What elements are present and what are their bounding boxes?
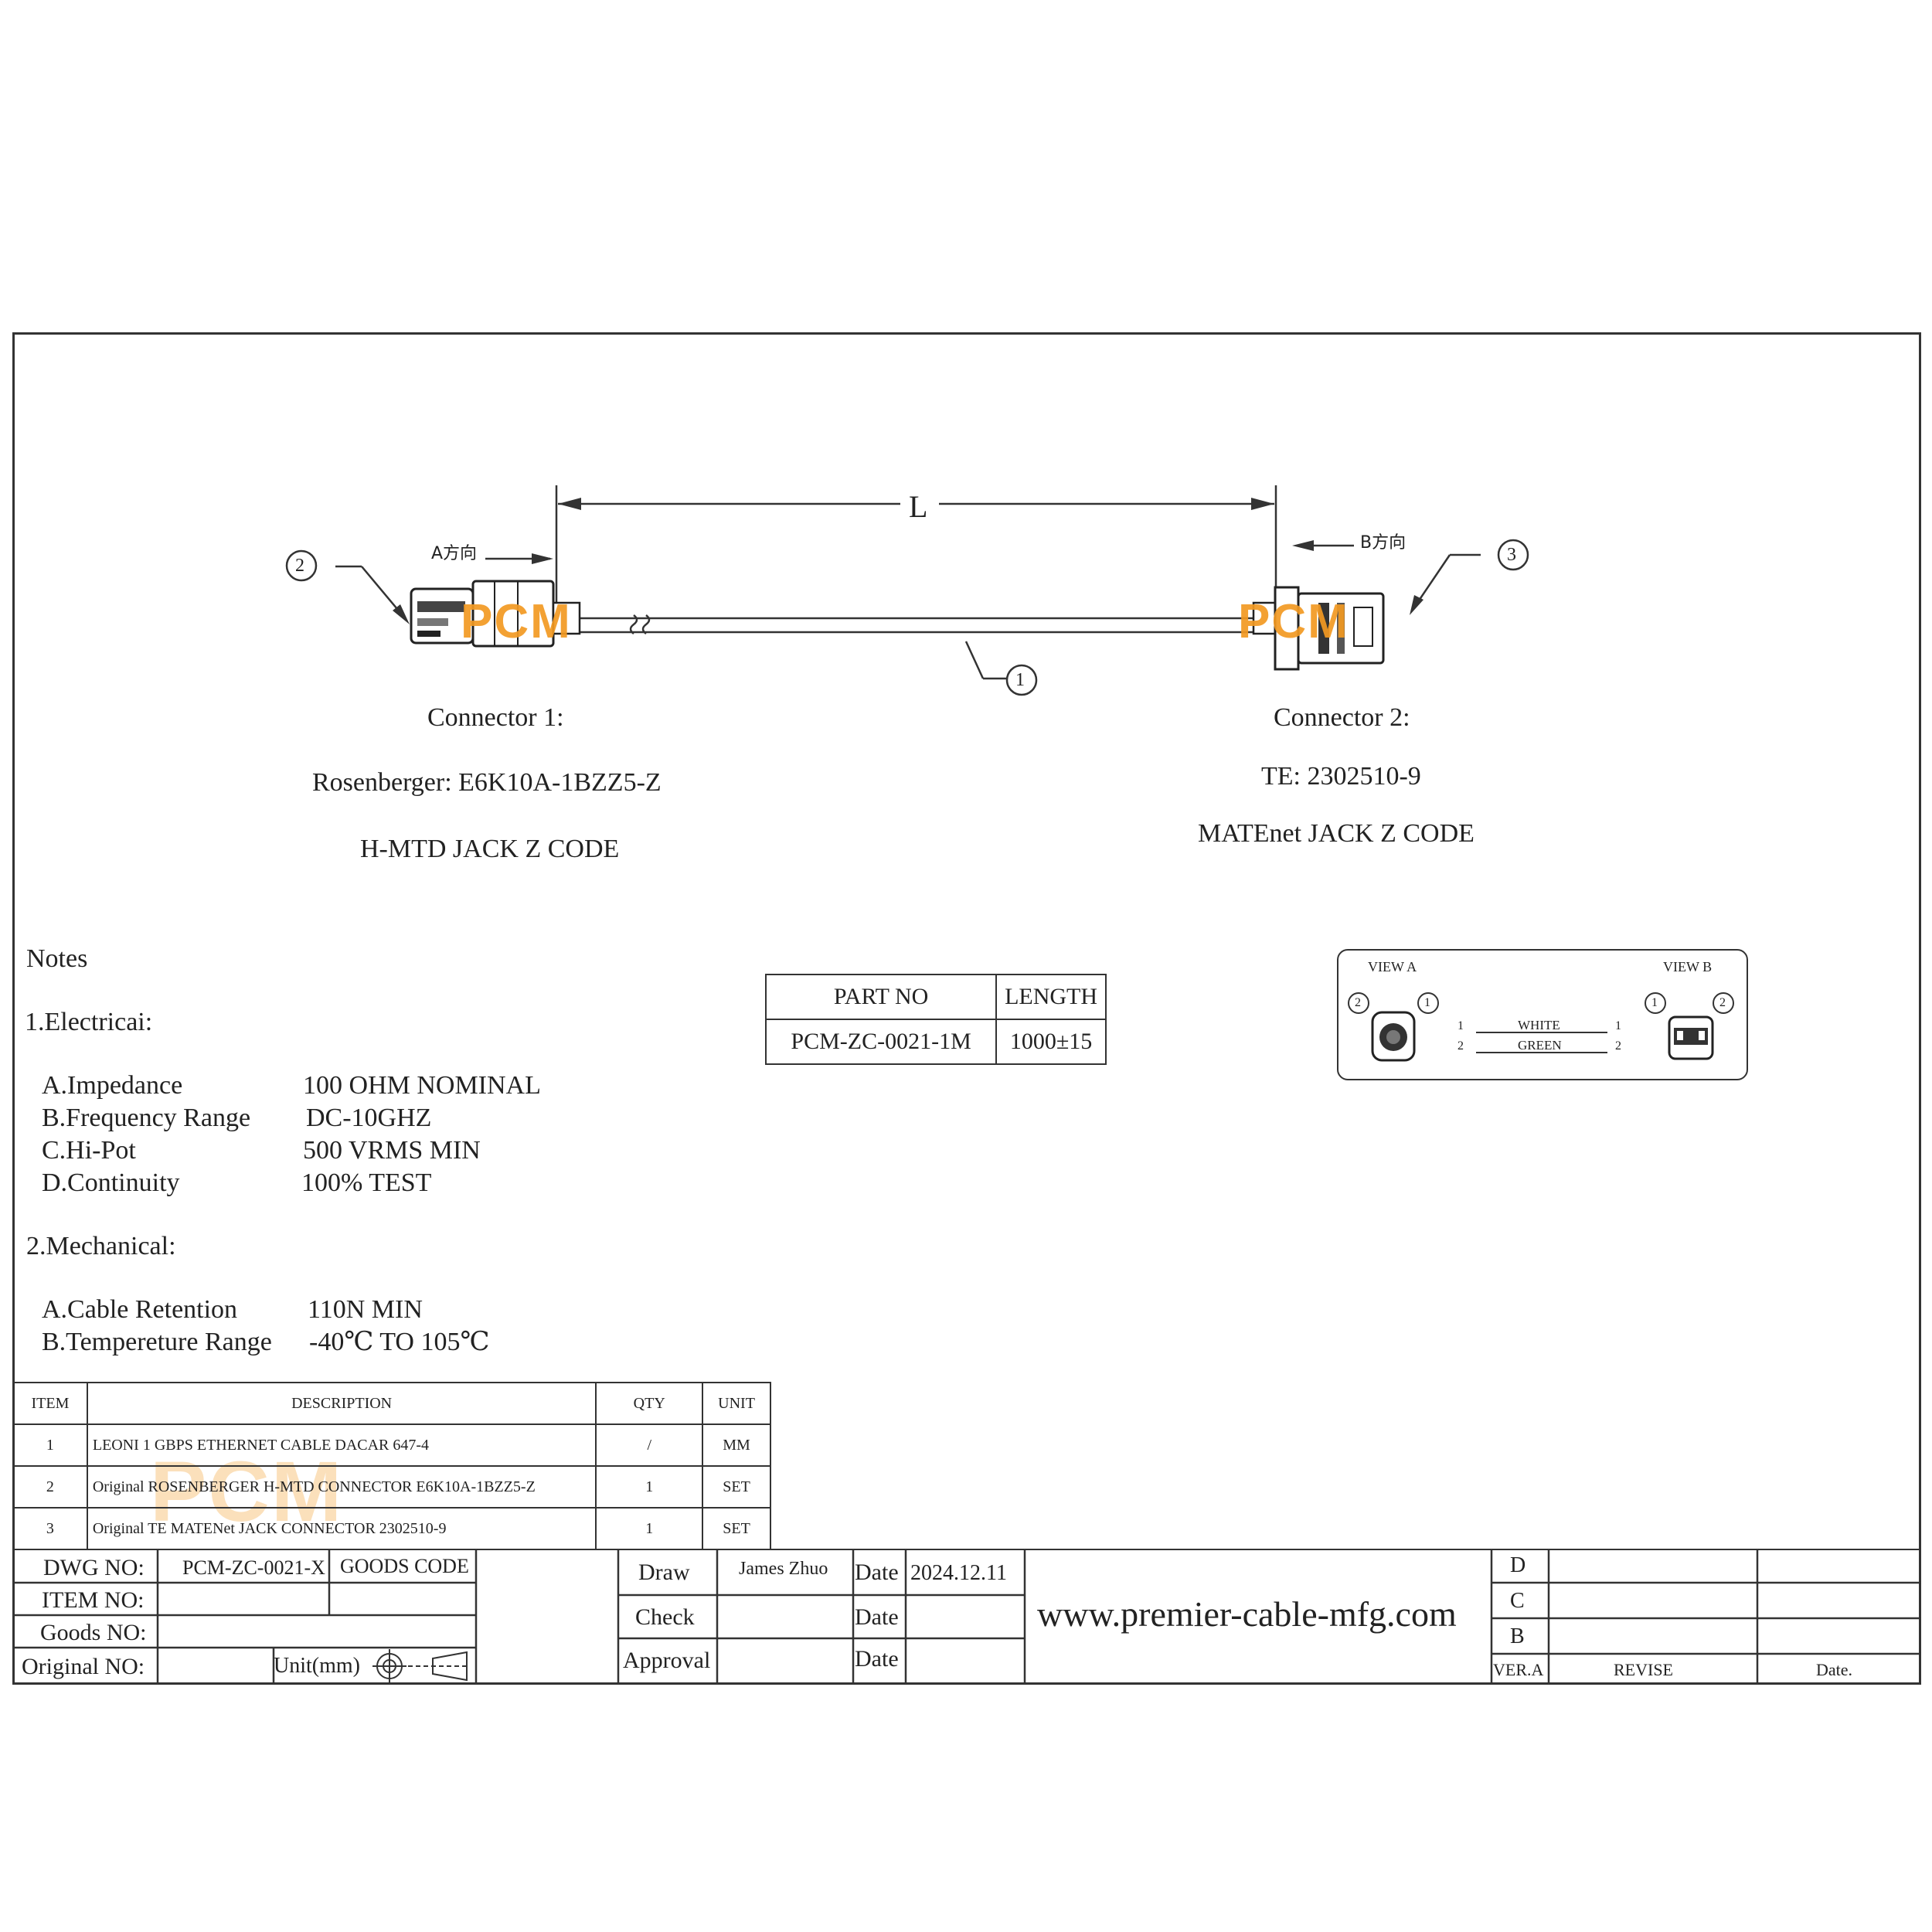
goods-code-label: GOODS CODE [340, 1555, 469, 1577]
bom-header-unit: UNIT [702, 1382, 771, 1425]
connector-2-part: TE: 2302510-9 [1261, 762, 1421, 791]
draw-date-label: Date [855, 1560, 899, 1585]
bom-qty: 1 [595, 1507, 704, 1550]
revise-label: REVISE [1614, 1660, 1673, 1679]
connector-1-part: Rosenberger: E6K10A-1BZZ5-Z [312, 768, 662, 797]
bom-unit: MM [702, 1423, 771, 1467]
connector-1-type: H-MTD JACK Z CODE [360, 835, 620, 863]
notes-title: Notes [26, 944, 88, 973]
wire-2-left-pin: 2 [1458, 1039, 1464, 1053]
draw-date-value: 2024.12.11 [910, 1561, 1007, 1585]
wire-2-right-pin: 2 [1615, 1039, 1621, 1053]
table-row: 2 Original ROSENBERGER H-MTD CONNECTOR E… [12, 1465, 771, 1509]
pcm-logo-connector-1: PCM [461, 595, 572, 648]
draw-name: James Zhuo [739, 1559, 828, 1579]
bom-item: 3 [12, 1507, 88, 1550]
retention-label: A.Cable Retention [42, 1295, 238, 1324]
bom-header-qty: QTY [595, 1382, 704, 1425]
pin-balloon-b-2: 2 [1719, 996, 1726, 1009]
bom-unit: SET [702, 1465, 771, 1509]
temperature-value: -40℃ TO 105℃ [309, 1328, 490, 1356]
length-header: LENGTH [995, 974, 1107, 1020]
electrical-title: 1.Electricai: [25, 1008, 153, 1036]
wire-2-color: GREEN [1518, 1038, 1562, 1053]
retention-value: 110N MIN [308, 1295, 423, 1324]
unit-label: Unit(mm) [274, 1654, 360, 1678]
connector-1-title: Connector 1: [427, 703, 564, 732]
temperature-label: B.Tempereture Range [42, 1328, 272, 1356]
dwg-no-label: DWG NO: [43, 1555, 145, 1580]
approval-label: Approval [623, 1648, 711, 1673]
bom-item: 2 [12, 1465, 88, 1509]
balloon-1-label: 1 [1015, 670, 1025, 690]
table-row: 1 LEONI 1 GBPS ETHERNET CABLE DACAR 647-… [12, 1423, 771, 1467]
continuity-value: 100% TEST [301, 1168, 432, 1197]
balloon-3-label: 3 [1507, 545, 1516, 565]
bom-qty: / [595, 1423, 704, 1467]
title-block [12, 1549, 1921, 1685]
bom-unit: SET [702, 1507, 771, 1550]
bom-description: Original TE MATENet JACK CONNECTOR 23025… [86, 1507, 597, 1550]
bill-of-materials: ITEM DESCRIPTION QTY UNIT 1 LEONI 1 GBPS… [12, 1382, 771, 1550]
bom-description: Original ROSENBERGER H-MTD CONNECTOR E6K… [86, 1465, 597, 1509]
frequency-label: B.Frequency Range [42, 1104, 251, 1132]
wire-1-color: WHITE [1518, 1018, 1560, 1032]
part-number-table: PART NO LENGTH PCM-ZC-0021-1M 1000±15 [764, 974, 1107, 1065]
length-label: L [909, 489, 928, 524]
impedance-label: A.Impedance [42, 1071, 183, 1100]
connector-2-title: Connector 2: [1274, 703, 1410, 732]
part-no-header: PART NO [764, 974, 998, 1020]
revision-date-label: Date. [1816, 1660, 1853, 1679]
bom-header-description: DESCRIPTION [86, 1382, 597, 1425]
pin-balloon-b-1: 1 [1651, 996, 1658, 1009]
draw-label: Draw [638, 1560, 690, 1585]
mechanical-title: 2.Mechanical: [26, 1232, 176, 1260]
view-b-label: VIEW B [1663, 959, 1713, 975]
frequency-value: DC-10GHZ [306, 1104, 432, 1132]
balloon-2-label: 2 [295, 556, 304, 576]
pcm-logo-connector-2: PCM [1238, 595, 1349, 648]
connector-2-type: MATEnet JACK Z CODE [1198, 819, 1475, 848]
bom-description: LEONI 1 GBPS ETHERNET CABLE DACAR 647-4 [86, 1423, 597, 1467]
length-value: 1000±15 [995, 1019, 1107, 1065]
bom-header-item: ITEM [12, 1382, 88, 1425]
part-no-value: PCM-ZC-0021-1M [764, 1019, 998, 1065]
company-website: www.premier-cable-mfg.com [1037, 1594, 1457, 1634]
pin-balloon-a-2: 2 [1355, 996, 1361, 1009]
bom-item: 1 [12, 1423, 88, 1467]
table-row: 3 Original TE MATENet JACK CONNECTOR 230… [12, 1507, 771, 1550]
direction-a-label: A方向 [431, 544, 478, 563]
direction-b-label: B方向 [1360, 533, 1406, 553]
version-a-label: VER.A [1493, 1660, 1544, 1679]
hipot-label: C.Hi-Pot [42, 1136, 136, 1165]
check-date-label: Date [855, 1604, 899, 1630]
pin-balloon-a-1: 1 [1424, 996, 1430, 1009]
continuity-label: D.Continuity [42, 1168, 180, 1197]
wiring-diagram [1337, 949, 1748, 1080]
original-no-label: Original NO: [22, 1654, 145, 1679]
drawing-frame [12, 332, 1921, 1685]
version-c: C [1510, 1589, 1525, 1613]
approval-date-label: Date [855, 1646, 899, 1672]
item-no-label: ITEM NO: [42, 1587, 145, 1613]
check-label: Check [635, 1604, 695, 1630]
view-a-label: VIEW A [1368, 959, 1417, 975]
impedance-value: 100 OHM NOMINAL [303, 1071, 541, 1100]
wire-1-right-pin: 1 [1615, 1019, 1621, 1032]
hipot-value: 500 VRMS MIN [303, 1136, 481, 1165]
version-d: D [1510, 1553, 1526, 1577]
bom-qty: 1 [595, 1465, 704, 1509]
goods-no-label: Goods NO: [40, 1620, 147, 1645]
wire-1-left-pin: 1 [1458, 1019, 1464, 1032]
version-b: B [1510, 1624, 1525, 1648]
dwg-no-value: PCM-ZC-0021-X [182, 1556, 325, 1579]
